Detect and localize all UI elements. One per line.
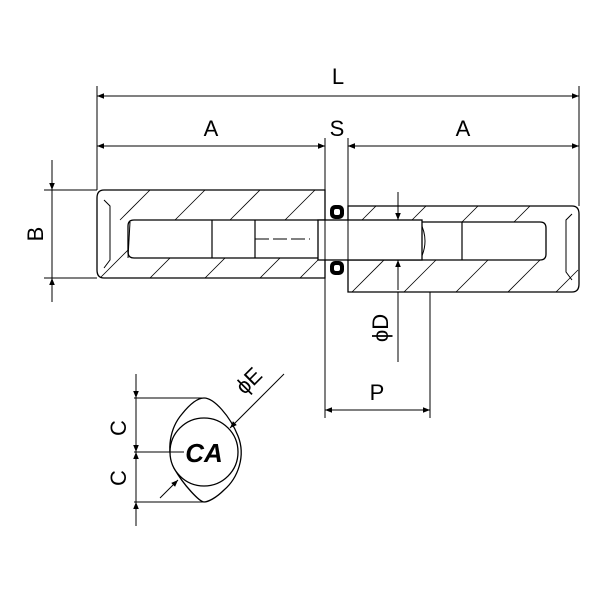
- label-L: L: [332, 64, 344, 89]
- label-P: P: [370, 380, 385, 405]
- label-diameter-E: ϕE: [230, 362, 267, 399]
- dimension-pitch-p: P: [325, 380, 430, 413]
- label-C-upper: C: [106, 420, 131, 436]
- dimension-diameter-d: ϕD: [368, 192, 401, 342]
- dimension-offset-c: C C: [106, 374, 204, 526]
- logo-ca: CA: [185, 438, 223, 468]
- dimension-overall-length: L: [97, 64, 579, 99]
- side-view-flange: CA: [169, 397, 242, 503]
- label-diameter-D: ϕD: [368, 314, 393, 342]
- label-C-lower: C: [106, 470, 131, 486]
- seal-rings: [330, 205, 344, 275]
- label-B: B: [23, 227, 48, 242]
- center-shaft: [317, 219, 423, 261]
- dimension-a-s-a: A S A: [97, 116, 579, 149]
- label-A-left: A: [204, 116, 219, 141]
- dimension-height-b: B: [23, 160, 55, 302]
- label-A-right: A: [456, 116, 471, 141]
- left-nut-body: [96, 189, 326, 279]
- label-S: S: [330, 116, 345, 141]
